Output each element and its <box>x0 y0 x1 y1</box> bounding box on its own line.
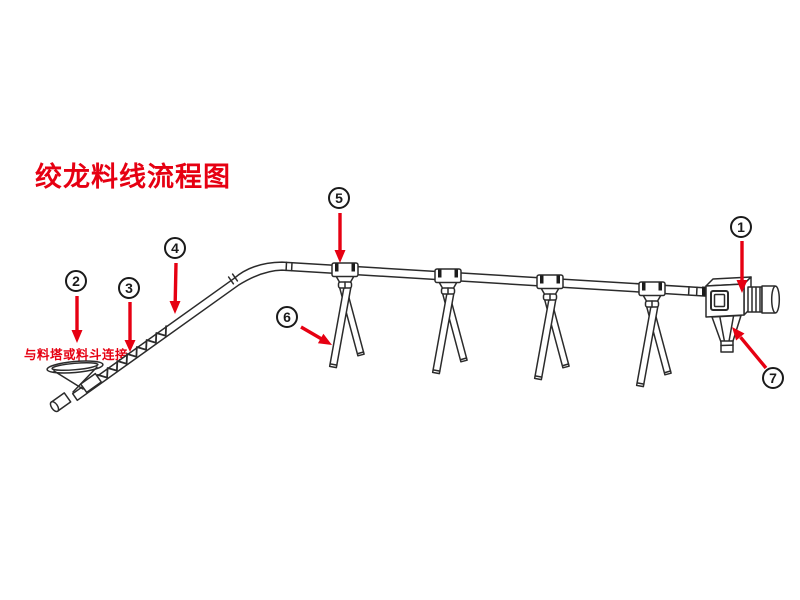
callout-6: 6 <box>276 306 298 328</box>
callout-arrow-4 <box>169 262 181 314</box>
callout-6-number: 6 <box>283 309 291 325</box>
callout-arrow-3 <box>124 302 136 352</box>
callout-3-number: 3 <box>125 280 133 296</box>
callout-1-number: 1 <box>737 219 745 235</box>
elbow-joint <box>285 261 293 272</box>
callout-3: 3 <box>118 277 140 299</box>
drive-unit <box>702 276 781 353</box>
callout-arrow-5 <box>334 213 346 263</box>
callout-1: 1 <box>730 216 752 238</box>
support-frame-3 <box>533 274 570 381</box>
callout-5: 5 <box>328 187 350 209</box>
support-frame-4 <box>635 281 672 388</box>
callout-arrow-6 <box>300 325 332 345</box>
callout-arrow-7 <box>732 327 768 370</box>
callout-7-number: 7 <box>769 370 777 386</box>
pipe-coupler <box>687 286 698 297</box>
callout-2-number: 2 <box>72 273 80 289</box>
callout-5-number: 5 <box>335 190 343 206</box>
connection-note: 与料塔或料斗连接 <box>24 348 129 362</box>
callout-2: 2 <box>65 270 87 292</box>
callout-arrow-2 <box>71 296 83 343</box>
callout-4: 4 <box>164 237 186 259</box>
auger-spring <box>96 325 167 379</box>
funnel-outlet <box>720 340 734 353</box>
feed-pipe <box>71 261 709 402</box>
page-title: 绞龙料线流程图 <box>35 162 231 192</box>
callout-arrow-1 <box>736 241 748 293</box>
support-frame-1 <box>328 262 365 369</box>
callout-4-number: 4 <box>171 240 179 256</box>
intake-hopper <box>46 360 104 413</box>
hopper-neck <box>79 372 103 394</box>
support-frame-2 <box>431 268 468 375</box>
incline-joint <box>227 273 239 285</box>
hopper-funnel <box>53 366 98 393</box>
callout-7: 7 <box>762 367 784 389</box>
inspection-window <box>710 290 729 311</box>
